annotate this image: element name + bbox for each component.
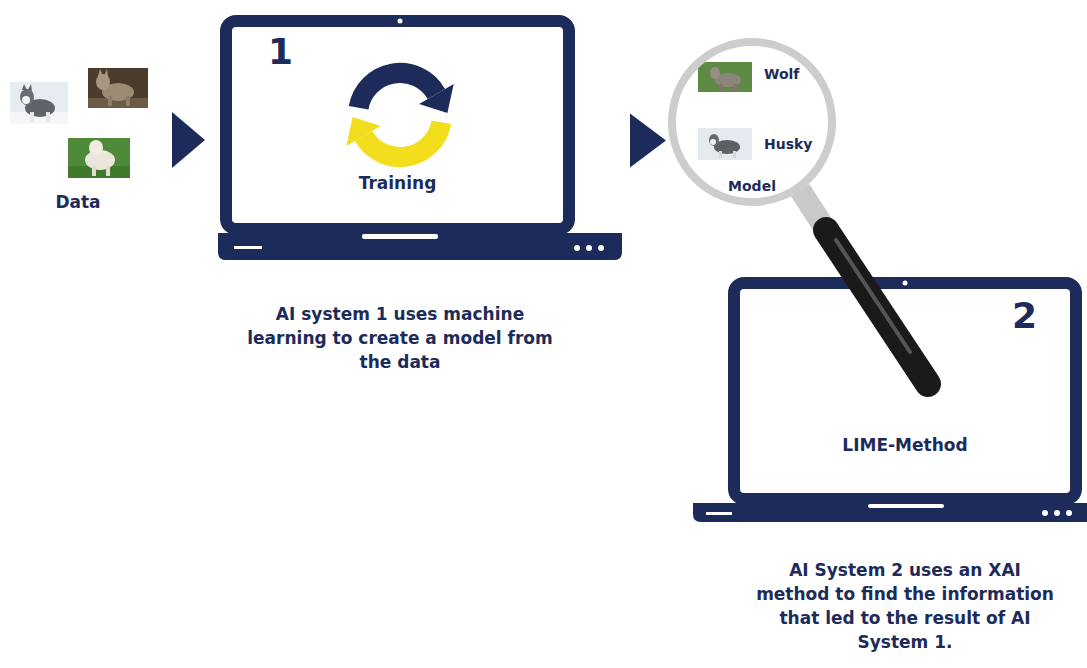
magnifier-circle: WolfHuskyModel <box>668 38 836 206</box>
magnifier-lens <box>672 42 832 202</box>
husky-thumbnail <box>698 128 752 160</box>
husky-photo <box>10 82 68 124</box>
wolf-thumbnail <box>698 62 752 92</box>
laptop-screen-2: 2LIME-Method <box>728 277 1082 505</box>
class-label: Wolf <box>764 66 799 82</box>
magnifier-rim <box>672 42 832 202</box>
caption: AI System 2 uses an XAI method to find t… <box>750 558 1060 654</box>
white-dog-photo <box>68 138 130 178</box>
method-label: LIME-Method <box>740 435 1070 455</box>
data-label: Data <box>28 190 128 214</box>
wolf-photo <box>88 68 148 108</box>
input-arrow <box>172 112 205 168</box>
laptop-base <box>218 233 622 260</box>
laptop-base <box>693 503 1087 522</box>
laptop-screen <box>226 21 569 229</box>
laptop-screen-1: 1Training <box>220 15 575 235</box>
screen-number: 2 <box>1012 295 1037 336</box>
magnifier-handle <box>800 190 928 384</box>
caption: AI system 1 uses machine learning to cre… <box>240 302 560 374</box>
class-label: Husky <box>764 136 812 152</box>
model-label: Model <box>675 178 829 194</box>
screen-number: 1 <box>268 31 293 72</box>
flow-arrow <box>630 113 666 167</box>
process-label: Training <box>232 173 563 193</box>
laptop-screen <box>734 283 1076 499</box>
training-icon <box>346 73 453 157</box>
